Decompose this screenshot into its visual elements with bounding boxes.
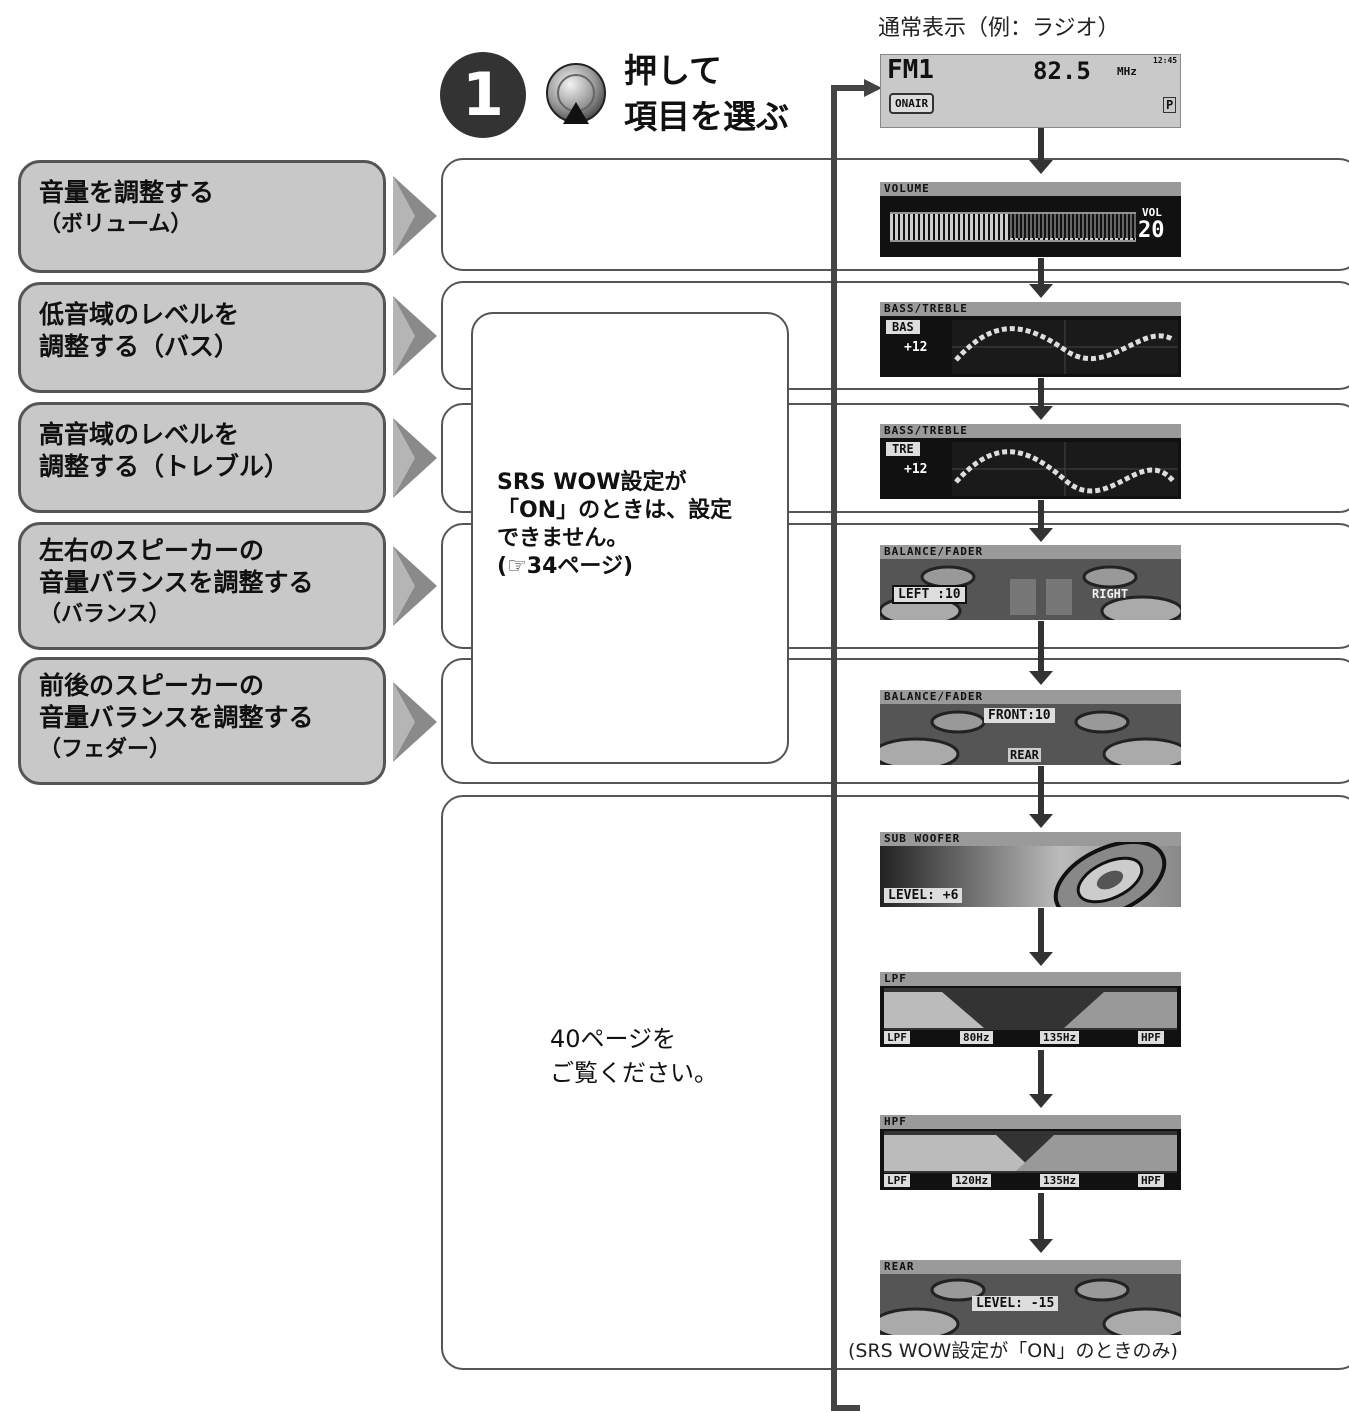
screen-bass: BASS/TREBLE BAS +12	[880, 302, 1181, 377]
screen-hpf: HPF LPF 120Hz 135Hz HPF	[880, 1115, 1181, 1190]
lpf-freq-low: 80Hz	[960, 1031, 993, 1044]
radio-preset: P	[1163, 97, 1177, 113]
bass-title: BASS/TREBLE	[880, 302, 1181, 316]
bass-tag: BAS	[886, 320, 920, 334]
item-fader-line1: 前後のスピーカーの	[39, 671, 265, 700]
hpf-title: HPF	[880, 1115, 1181, 1129]
radio-band: FM1	[887, 55, 934, 85]
screen-rear: REAR LEVEL: -15	[880, 1260, 1181, 1335]
see-page-line2: ご覧ください。	[550, 1059, 718, 1087]
note-line2: 「ON」のときは、設定	[497, 498, 733, 523]
radio-unit: MHz	[1117, 65, 1137, 78]
note-line1: SRS WOW設定が	[497, 470, 687, 495]
subwoofer-title: SUB WOOFER	[880, 832, 1181, 846]
item-bass-line1: 低音域のレベルを	[39, 300, 240, 329]
item-treble: 高音域のレベルを 調整する（トレブル）	[18, 402, 386, 513]
arrow-bass-icon	[393, 296, 437, 376]
item-balance-line1: 左右のスピーカーの	[39, 536, 265, 565]
screen-radio: FM1 82.5 MHz 12:45 ONAIR P	[880, 54, 1181, 128]
hpf-freq-high: 135Hz	[1040, 1174, 1080, 1187]
item-balance-line3: （バランス）	[39, 602, 171, 627]
step-instruction: 押して 項目を選ぶ	[624, 48, 789, 140]
item-treble-line2: 調整する（トレブル）	[39, 452, 290, 481]
knob-icon	[545, 62, 607, 124]
screen-subwoofer: SUB WOOFER LEVEL: +6	[880, 832, 1181, 907]
step-number-badge: 1	[440, 52, 526, 138]
fader-rear: REAR	[1008, 748, 1041, 762]
screen-lpf: LPF LPF 80Hz 135Hz HPF	[880, 972, 1181, 1047]
treble-title: BASS/TREBLE	[880, 424, 1181, 438]
rear-level: LEVEL: -15	[972, 1296, 1059, 1311]
hpf-lpf-label: LPF	[884, 1174, 910, 1187]
item-fader: 前後のスピーカーの 音量バランスを調整する （フェダー）	[18, 657, 386, 785]
arrow-fader-icon	[393, 682, 437, 762]
screen-treble: BASS/TREBLE TRE +12	[880, 424, 1181, 499]
srs-wow-note: SRS WOW設定が 「ON」のときは、設定 できません。 (☞34ページ)	[471, 312, 789, 764]
lpf-curve	[884, 988, 1177, 1030]
see-page-line1: 40ページを	[550, 1025, 677, 1053]
loop-back-arrow-icon	[831, 79, 882, 1411]
hpf-hpf-label: HPF	[1138, 1174, 1164, 1187]
bass-curve	[952, 320, 1178, 374]
rear-title: REAR	[880, 1260, 1181, 1274]
balance-title: BALANCE/FADER	[880, 545, 1181, 559]
volume-bar-empty	[1010, 214, 1136, 238]
item-balance: 左右のスピーカーの 音量バランスを調整する （バランス）	[18, 522, 386, 650]
arrow-treble-icon	[393, 418, 437, 498]
item-fader-line2: 音量バランスを調整する	[39, 703, 314, 732]
step-number: 1	[462, 60, 504, 130]
volume-title: VOLUME	[880, 182, 1181, 196]
item-fader-line3: （フェダー）	[39, 737, 172, 762]
item-volume-line1: 音量を調整する	[39, 178, 215, 207]
lpf-hpf-label: HPF	[1138, 1031, 1164, 1044]
volume-label: VOL	[1142, 206, 1162, 219]
normal-display-label: 通常表示（例：ラジオ）	[878, 16, 1120, 41]
item-treble-line1: 高音域のレベルを	[39, 420, 240, 449]
note-line3: できません。	[497, 526, 629, 551]
radio-frequency: 82.5	[1033, 57, 1091, 85]
fader-speaker-graphic-icon	[880, 710, 1181, 765]
step-line1: 押して	[624, 51, 723, 90]
hpf-freq-low: 120Hz	[952, 1174, 992, 1187]
arrow-balance-icon	[393, 546, 437, 626]
balance-right: RIGHT	[1092, 587, 1129, 601]
step-line2: 項目を選ぶ	[624, 97, 789, 136]
bass-value: +12	[904, 340, 928, 355]
treble-value: +12	[904, 462, 928, 477]
lpf-title: LPF	[880, 972, 1181, 986]
rear-speaker-graphic-icon	[880, 1278, 1181, 1335]
fader-title: BALANCE/FADER	[880, 690, 1181, 704]
lpf-freq-high: 135Hz	[1040, 1031, 1080, 1044]
item-balance-line2: 音量バランスを調整する	[39, 568, 314, 597]
radio-onair: ONAIR	[889, 93, 935, 114]
treble-curve	[952, 442, 1178, 496]
treble-tag: TRE	[886, 442, 920, 456]
screen-volume: VOLUME VOL 20	[880, 182, 1181, 257]
subwoofer-level: LEVEL: +6	[884, 888, 963, 903]
subwoofer-icon	[1053, 842, 1167, 907]
radio-clock: 12:45	[1153, 56, 1178, 65]
footnote: (SRS WOW設定が「ON」のときのみ)	[848, 1340, 1178, 1362]
lpf-lpf-label: LPF	[884, 1031, 910, 1044]
arrow-volume-icon	[393, 176, 437, 256]
screen-balance: BALANCE/FADER LEFT :10 RIGHT	[880, 545, 1181, 620]
see-page-text: 40ページを ご覧ください。	[550, 1022, 718, 1090]
note-page-ref: (☞34ページ)	[497, 554, 634, 579]
hpf-curve	[884, 1131, 1177, 1173]
item-volume: 音量を調整する （ボリューム）	[18, 160, 386, 273]
fader-front: FRONT:10	[984, 708, 1055, 723]
item-bass-line2: 調整する（バス）	[39, 332, 240, 361]
item-bass: 低音域のレベルを 調整する（バス）	[18, 282, 386, 393]
balance-left: LEFT :10	[892, 585, 967, 604]
item-volume-line2: （ボリューム）	[39, 212, 193, 237]
screen-fader: BALANCE/FADER FRONT:10 REAR	[880, 690, 1181, 765]
volume-value: 20	[1138, 218, 1165, 243]
